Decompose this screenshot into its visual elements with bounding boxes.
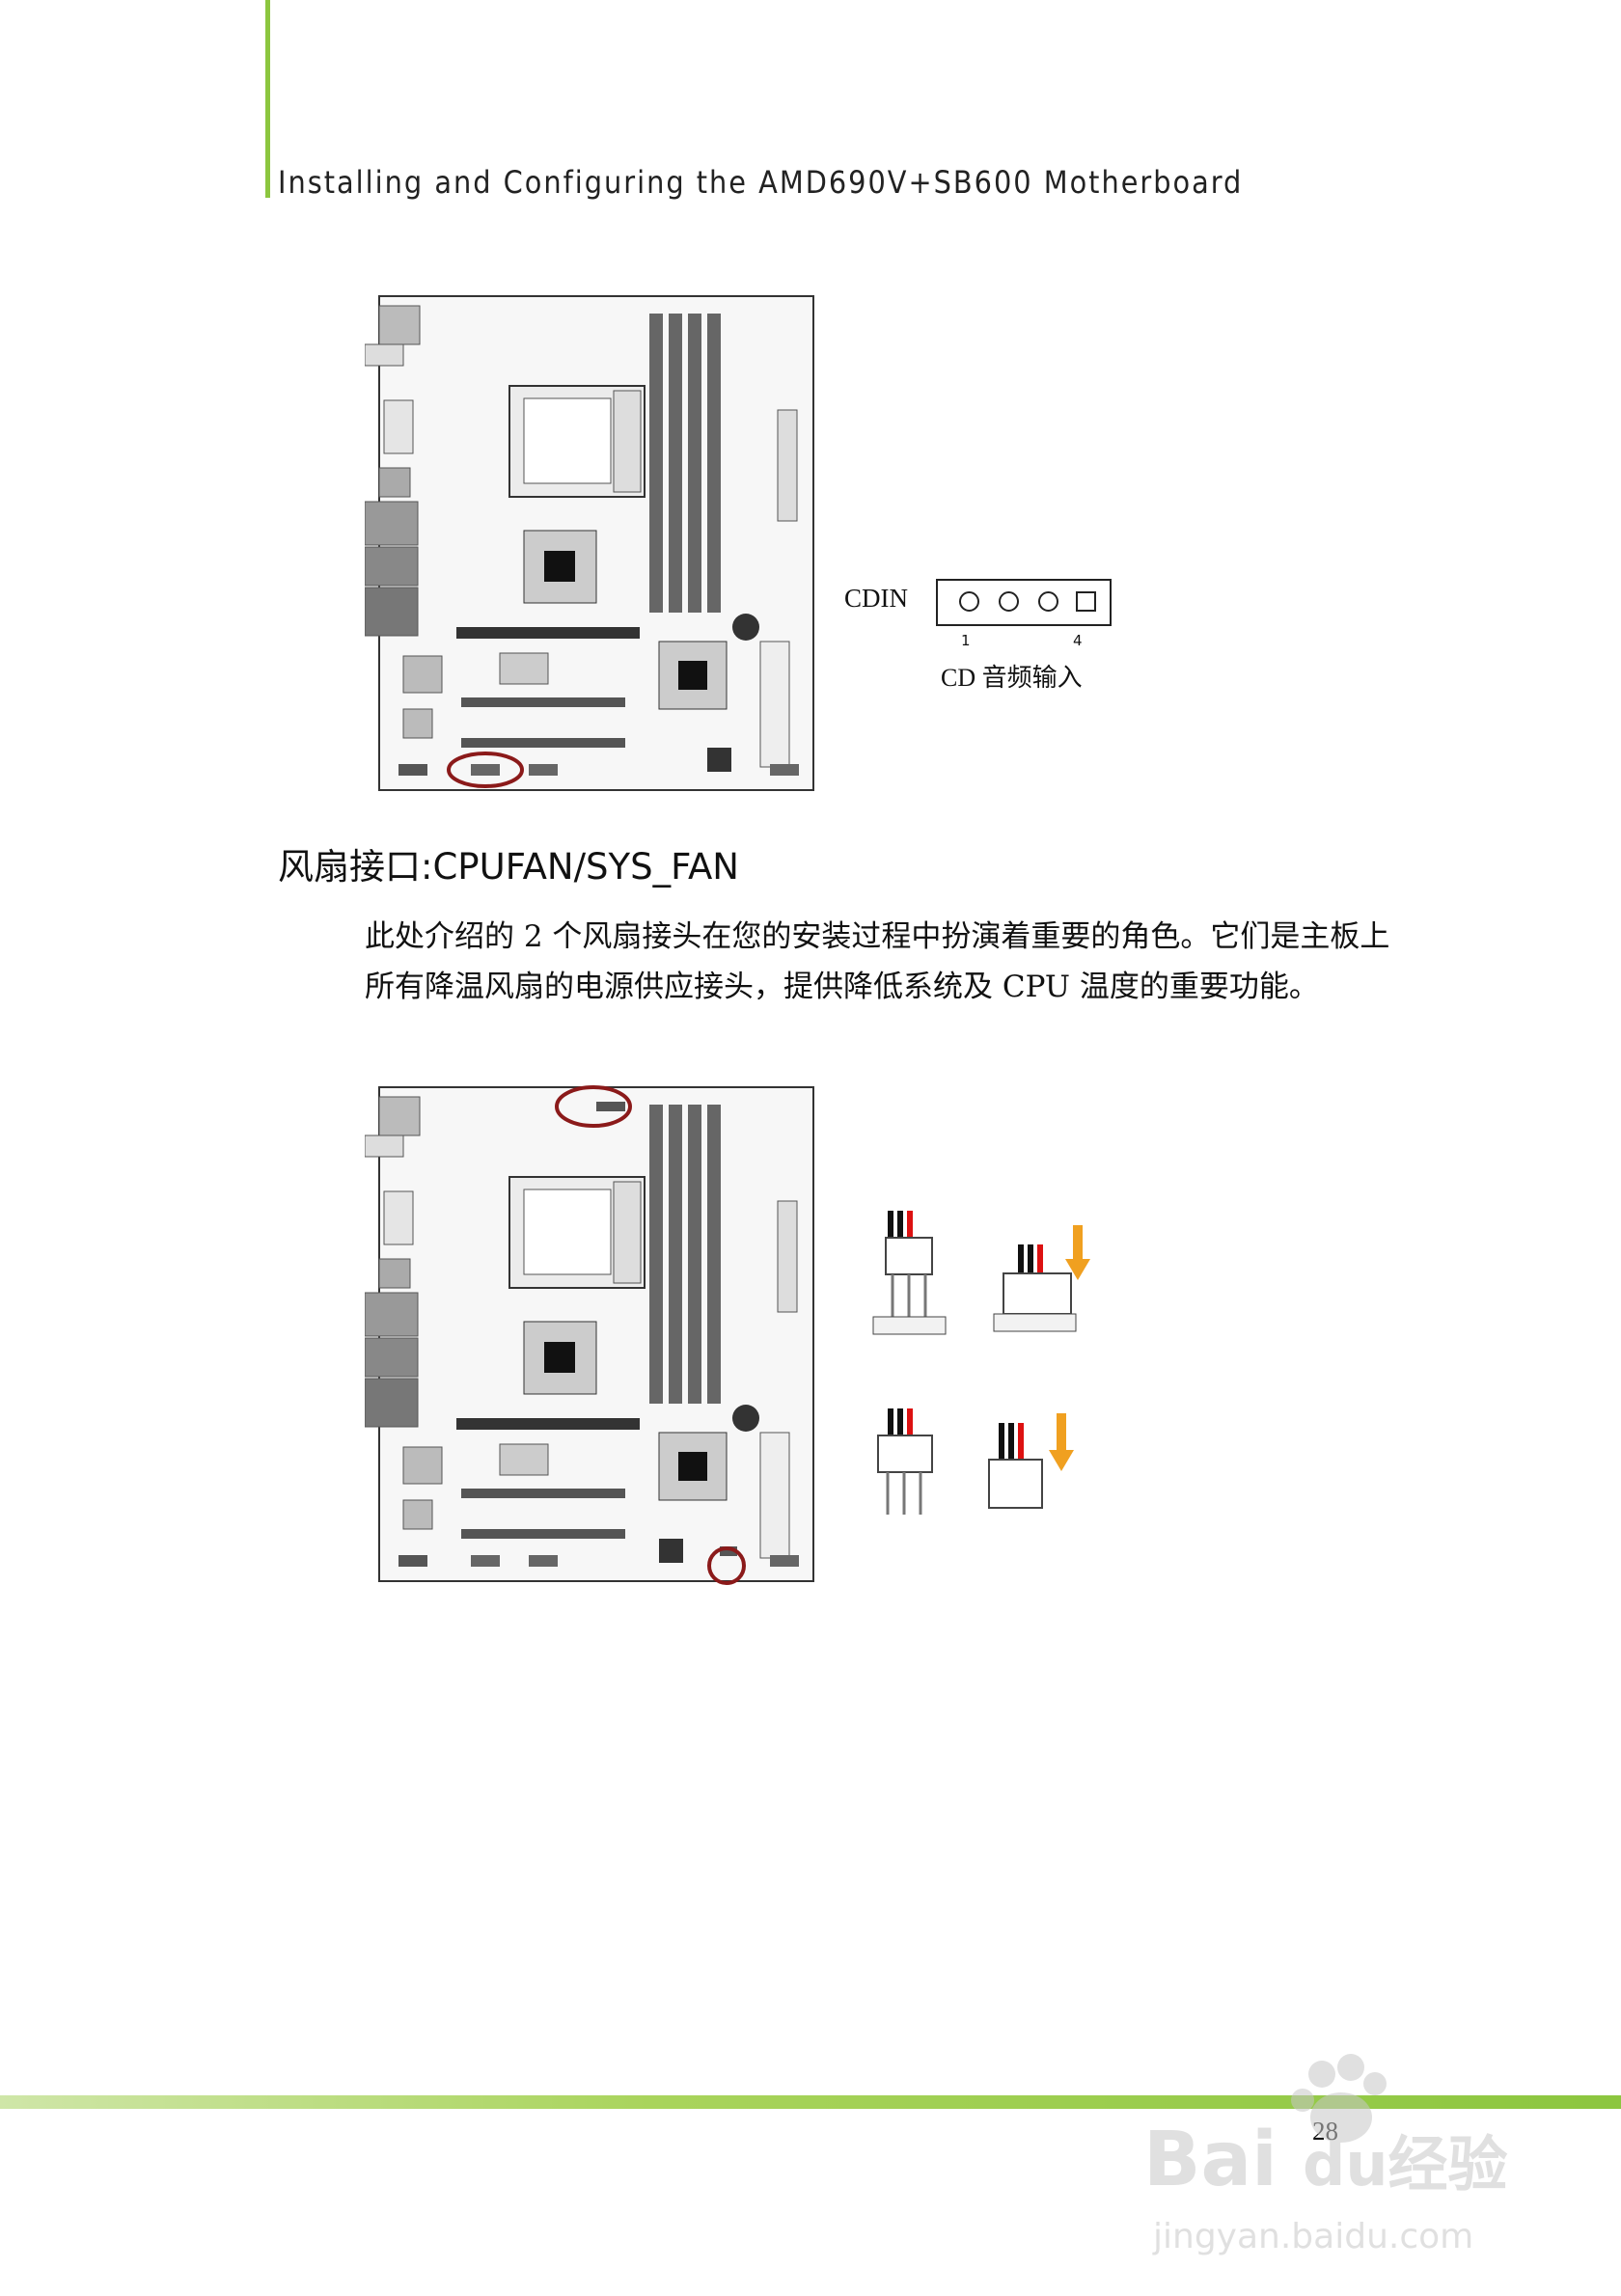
svg-text:jingyan.baidu.com: jingyan.baidu.com <box>1152 2217 1473 2256</box>
pin-number-first: 1 <box>961 632 971 649</box>
fan-connector-3pin-c <box>877 1408 933 1515</box>
fan-connector-3pin-b <box>993 1225 1090 1332</box>
baidu-watermark-logo: Bai du经验 jingyan.baidu.com <box>1143 2054 1508 2256</box>
pin-square-icon <box>1076 591 1096 612</box>
arrow-down-icon <box>1065 1259 1090 1280</box>
fan-connector-illustration <box>872 1211 1090 1515</box>
header-accent-rule <box>265 0 270 198</box>
pin-number-last: 4 <box>1073 632 1083 649</box>
fan-section-heading: 风扇接口:CPUFAN/SYS_FAN <box>278 846 739 888</box>
cd-caption: CD 音频输入 <box>941 664 1083 692</box>
motherboard-diagram-cd <box>365 295 814 791</box>
cd-pinout-diagram <box>936 579 1112 626</box>
cd-connector-label: CDIN <box>844 584 908 613</box>
fan-description-paragraph: 此处介绍的 2 个风扇接头在您的安装过程中扮演着重要的角色。它们是主板上所有降温… <box>365 919 1390 1004</box>
pin-circle-icon <box>1038 591 1058 612</box>
pin-circle-icon <box>999 591 1019 612</box>
svg-text:Bai: Bai <box>1143 2117 1278 2203</box>
pin-circle-icon <box>959 591 979 612</box>
motherboard-diagram-fan <box>365 1085 814 1585</box>
arrow-down-icon <box>1049 1450 1074 1471</box>
footer-accent-bar <box>0 2095 1621 2109</box>
fan-connector-3pin-d <box>988 1413 1074 1509</box>
svg-text:du经验: du经验 <box>1303 2129 1508 2200</box>
page-header-title: Installing and Configuring the AMD690V+S… <box>278 164 1244 201</box>
fan-connector-3pin-a <box>872 1211 947 1335</box>
